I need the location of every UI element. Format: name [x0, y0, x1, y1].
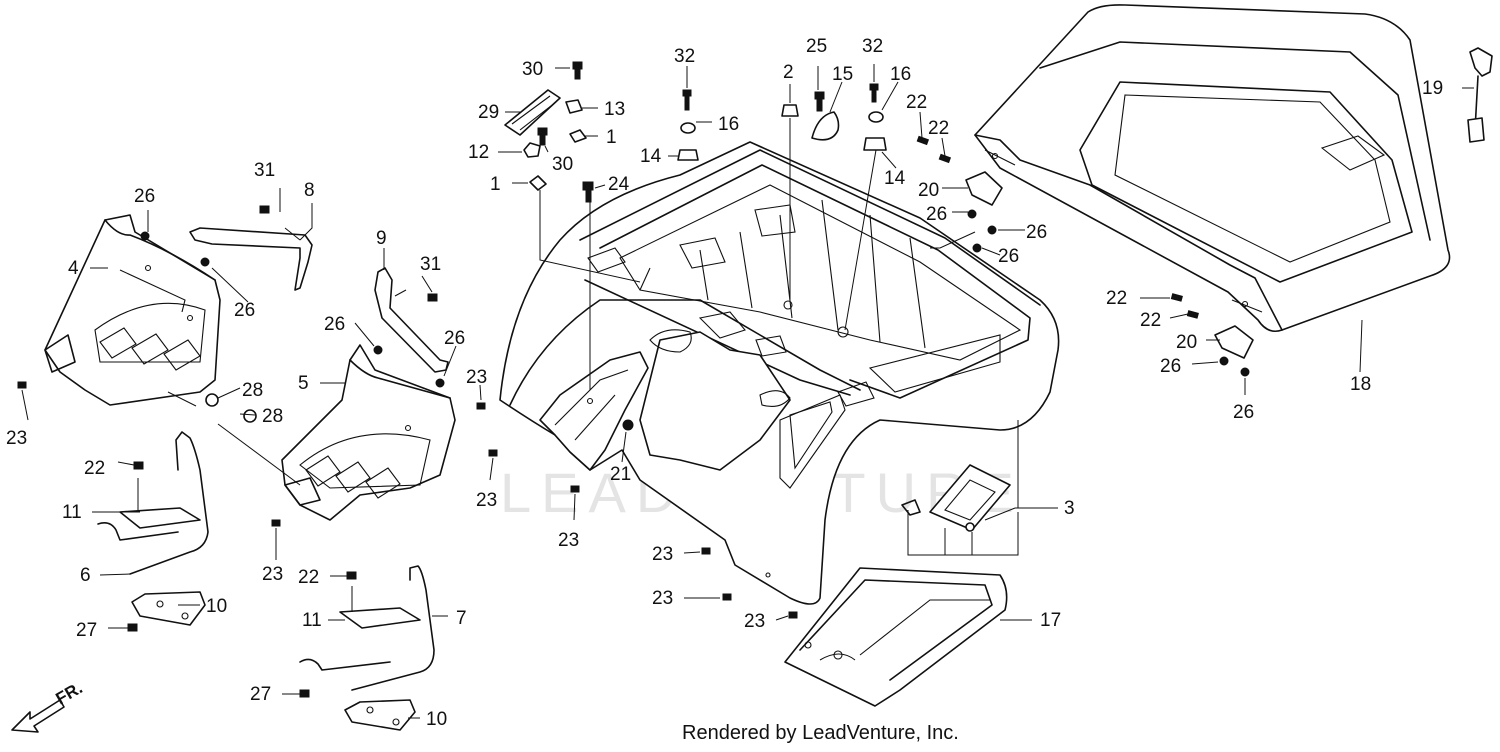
callout-5: 5	[298, 373, 309, 394]
callout-17: 17	[1040, 610, 1061, 631]
callout-25: 25	[806, 36, 827, 57]
part-3-access-plate	[901, 464, 1011, 532]
callout-14b: 14	[884, 168, 906, 189]
callout-30b: 30	[552, 154, 573, 175]
callout-23h: 23	[744, 611, 765, 632]
callout-26e: 26	[1233, 402, 1254, 423]
callout-12: 12	[468, 142, 489, 163]
callout-16: 16	[718, 114, 739, 135]
callout-22d: 22	[1140, 310, 1161, 331]
callout-21: 21	[610, 464, 631, 485]
credit-text: Rendered by LeadVenture, Inc.	[682, 722, 959, 744]
callout-26c: 26	[998, 246, 1019, 267]
callout-23c: 23	[476, 490, 497, 511]
callout-7: 7	[456, 608, 467, 629]
callout-26g: 26	[234, 300, 255, 321]
callout-20b: 20	[1176, 332, 1197, 353]
part-8-stay	[189, 227, 313, 291]
part-10-bracket-upper	[131, 591, 206, 626]
callout-30: 30	[522, 59, 543, 80]
callout-22b: 22	[928, 118, 949, 139]
callout-23d: 23	[558, 530, 579, 551]
callout-26a: 26	[926, 204, 947, 225]
part-18-rear-box-lid	[974, 4, 1451, 333]
callout-19: 19	[1422, 78, 1443, 99]
part-7-step-bracket	[299, 565, 435, 691]
callout-22f: 22	[298, 567, 319, 588]
callout-20: 20	[918, 180, 939, 201]
callout-26b: 26	[1026, 222, 1047, 243]
hardware-fasteners	[17, 47, 1493, 698]
callout-1: 1	[606, 127, 617, 148]
part-4-left-floor-guard	[44, 214, 221, 406]
callout-26d: 26	[1160, 356, 1181, 377]
callout-4: 4	[68, 258, 79, 279]
callout-27a: 27	[76, 620, 97, 641]
callout-32: 32	[674, 46, 695, 67]
callout-23f: 23	[652, 544, 673, 565]
part-9-stay	[374, 267, 449, 373]
callout-10: 10	[206, 596, 227, 617]
callout-3: 3	[1064, 498, 1075, 519]
callout-29: 29	[478, 102, 499, 123]
callout-10b: 10	[426, 709, 447, 730]
callout-28a: 28	[242, 380, 263, 401]
part-10-bracket-lower	[344, 699, 416, 731]
callout-2: 2	[783, 62, 794, 83]
callout-26i: 26	[444, 328, 465, 349]
callout-16b: 16	[890, 64, 911, 85]
callout-22a: 22	[906, 92, 927, 113]
callout-27b: 27	[250, 684, 271, 705]
callout-labels: 30 29 13 1 12 30 1 24 32 16 14 2 25 15 3…	[6, 36, 1443, 730]
callout-11: 11	[62, 502, 82, 523]
callout-13: 13	[604, 99, 625, 120]
callout-11b: 11	[302, 610, 322, 631]
callout-23b: 23	[466, 367, 487, 388]
callout-22c: 22	[1106, 288, 1127, 309]
part-6-step-bracket	[97, 431, 209, 575]
callout-23g: 23	[652, 588, 673, 609]
callout-6: 6	[80, 565, 91, 586]
front-direction-arrow: FR.	[11, 678, 86, 733]
callout-9: 9	[376, 228, 387, 249]
callout-15: 15	[832, 64, 853, 85]
callout-24: 24	[608, 174, 630, 195]
callout-18: 18	[1350, 374, 1371, 395]
callout-31b: 31	[420, 254, 441, 275]
callout-1b: 1	[490, 174, 501, 195]
leader-lines	[21, 64, 1474, 719]
callout-31a: 31	[254, 160, 275, 181]
callout-26h: 26	[324, 314, 345, 335]
callout-8: 8	[304, 180, 315, 201]
part-17-lower-guard	[784, 567, 1008, 707]
callout-32b: 32	[862, 36, 883, 57]
callout-14: 14	[640, 146, 662, 167]
direction-label: FR.	[53, 678, 86, 708]
callout-28b: 28	[262, 406, 283, 427]
callout-23e: 23	[262, 564, 283, 585]
callout-23a: 23	[6, 428, 27, 449]
part-5-right-floor-guard	[281, 344, 456, 521]
callout-22e: 22	[84, 458, 105, 479]
part-3-rear-fender	[499, 141, 1060, 605]
callout-26f: 26	[134, 186, 155, 207]
